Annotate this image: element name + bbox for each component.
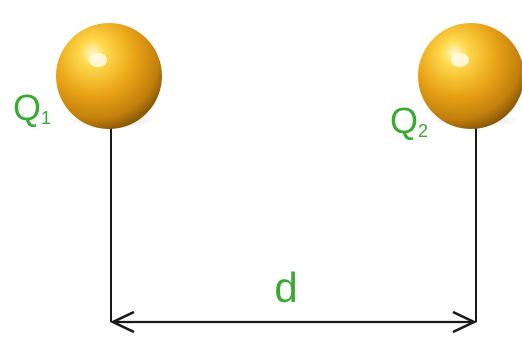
arrowhead-right	[452, 310, 478, 334]
charge-2-subscript: 2	[418, 121, 428, 141]
charge-2-sphere	[418, 23, 522, 129]
charge-1-subscript: 1	[41, 108, 51, 128]
distance-label: d	[274, 264, 297, 311]
charge-1-sphere	[56, 23, 162, 129]
charge-1-label: Q1	[13, 87, 51, 128]
charge-2-label: Q2	[390, 100, 428, 141]
arrowhead-left	[109, 310, 135, 334]
distance-arrow	[109, 310, 478, 334]
